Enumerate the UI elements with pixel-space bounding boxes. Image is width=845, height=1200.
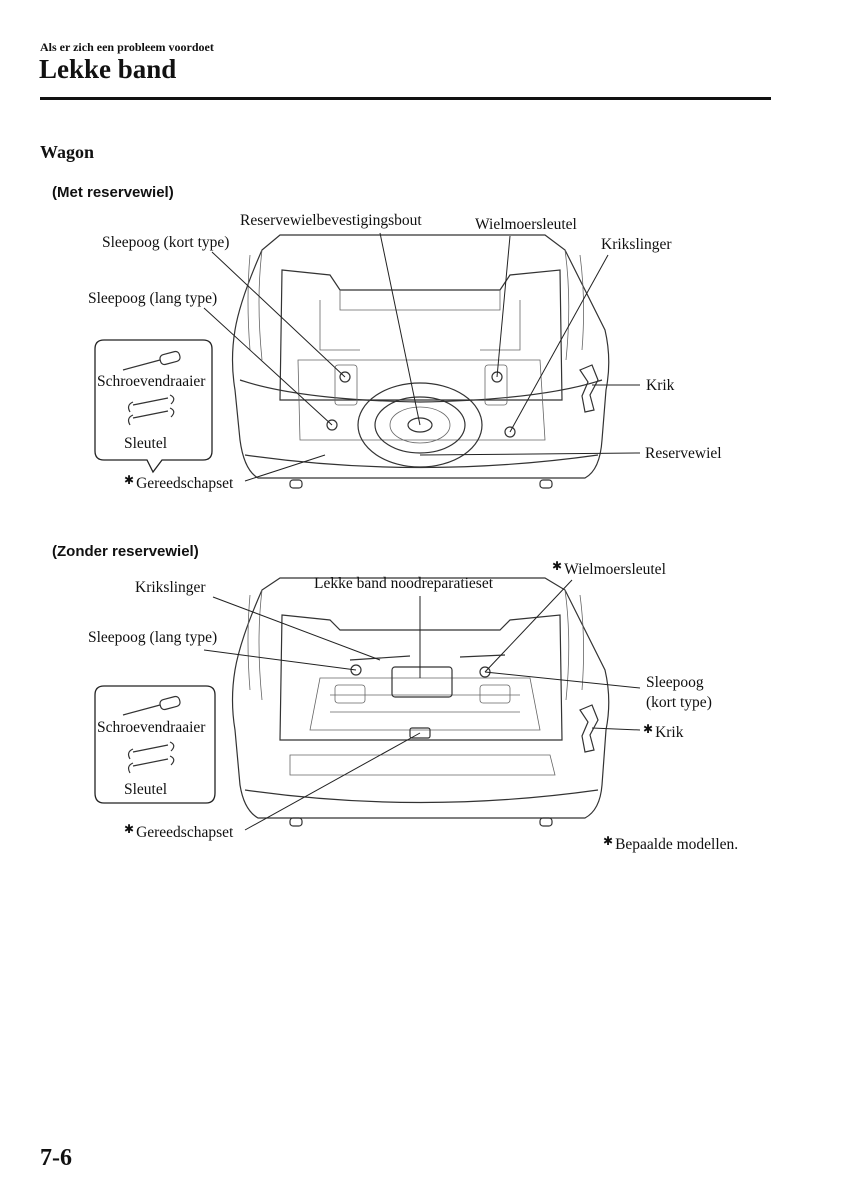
toolbox-callout-with-spare	[94, 339, 213, 474]
label-tow-hook-short-2a: Sleepoog	[646, 674, 704, 691]
label-tool-set: ✱Gereedschapset	[124, 473, 234, 492]
page-number: 7-6	[40, 1145, 72, 1171]
leader-lines-without-spare	[203, 579, 641, 831]
title-rule	[40, 97, 771, 100]
label-screwdriver-2: Schroevendraaier	[97, 719, 206, 736]
screwdriver-icon	[122, 695, 181, 716]
label-lug-wrench: Wielmoersleutel	[475, 216, 577, 233]
label-spare-bolt: Reservewielbevestigingsbout	[240, 212, 422, 229]
label-wrench: Sleutel	[124, 435, 168, 452]
label-wrench-2: Sleutel	[124, 781, 168, 798]
wrench-icon	[127, 394, 175, 426]
asterisk-icon: ✱	[603, 834, 614, 848]
label-tow-hook-short: Sleepoog (kort type)	[102, 234, 230, 251]
screwdriver-icon	[122, 350, 181, 371]
page-title: Lekke band	[39, 54, 177, 84]
label-jack-2: ✱Krik	[643, 722, 684, 741]
label-tow-hook-short-2b: (kort type)	[646, 694, 712, 711]
label-screwdriver: Schroevendraaier	[97, 373, 206, 390]
asterisk-icon: ✱	[643, 722, 654, 736]
car-illustration-without-spare	[231, 577, 610, 827]
wrench-icon	[127, 741, 175, 774]
label-jack-handle: Krikslinger	[601, 236, 672, 253]
label-lug-wrench-2: ✱Wielmoersleutel	[552, 559, 666, 578]
subtitle-wagon: Wagon	[40, 142, 95, 162]
asterisk-icon: ✱	[124, 822, 135, 836]
label-jack: Krik	[646, 377, 675, 394]
label-tool-set-2: ✱Gereedschapset	[124, 822, 234, 841]
asterisk-icon: ✱	[552, 559, 563, 573]
asterisk-icon: ✱	[124, 473, 135, 487]
toolbox-callout-without-spare	[94, 685, 216, 804]
label-repair-kit: Lekke band noodreparatieset	[314, 575, 494, 592]
footnote: ✱Bepaalde modellen.	[603, 834, 739, 853]
car-illustration-with-spare	[231, 234, 610, 489]
leader-lines-with-spare	[203, 232, 641, 482]
label-spare-wheel: Reservewiel	[645, 445, 722, 462]
heading-with-spare: (Met reservewiel)	[52, 184, 174, 201]
label-tow-hook-long: Sleepoog (lang type)	[88, 290, 218, 307]
heading-without-spare: (Zonder reservewiel)	[52, 543, 199, 560]
section-header: Als er zich een probleem voordoet	[40, 40, 214, 54]
label-tow-hook-long-2: Sleepoog (lang type)	[88, 629, 218, 646]
label-jack-handle-2: Krikslinger	[135, 579, 206, 596]
